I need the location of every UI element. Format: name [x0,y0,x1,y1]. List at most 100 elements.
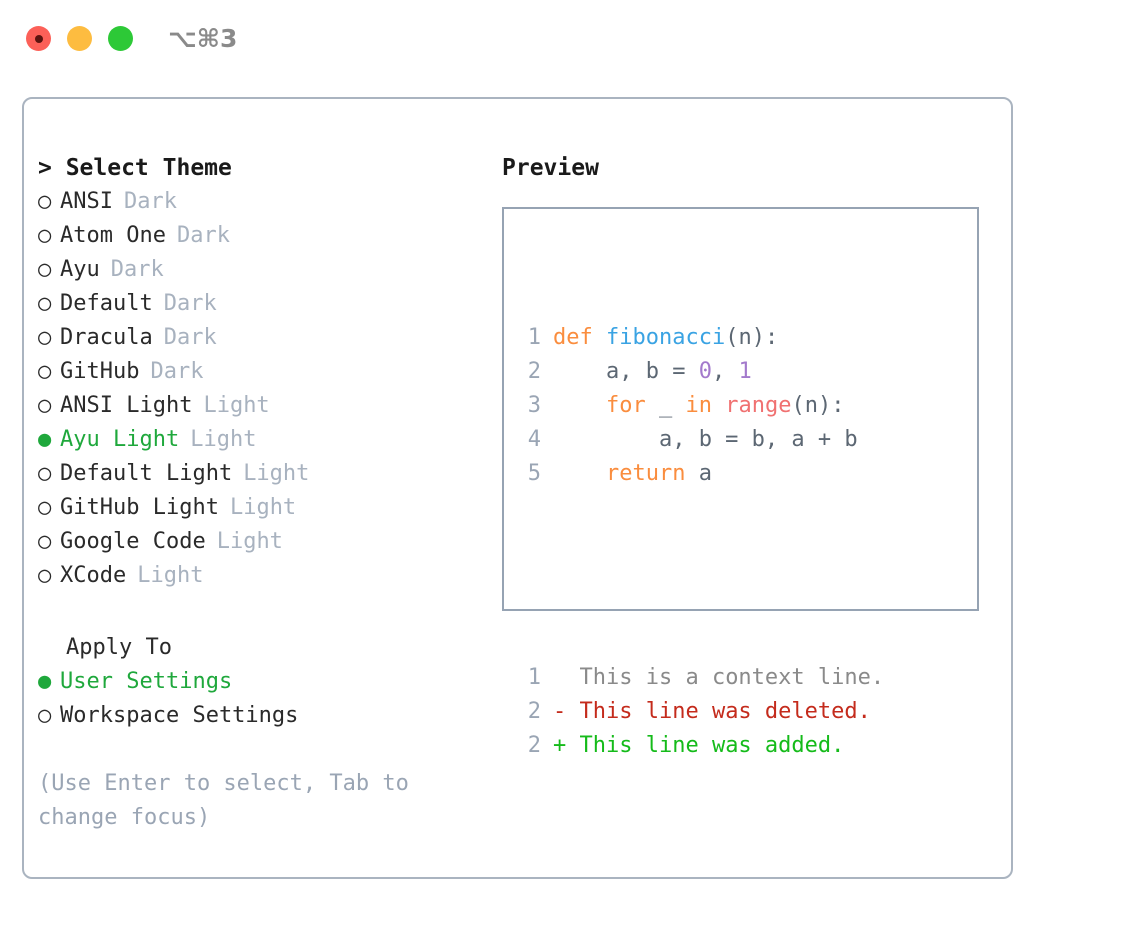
radio-unselected-icon: ○ [38,189,52,214]
radio-unselected-icon: ○ [38,223,52,248]
theme-option-label: Google Code [60,529,206,554]
code-line: 3 for _ in range(n): [517,389,884,423]
diff-marker [553,665,566,690]
theme-option-label: Ayu [60,257,100,282]
radio-selected-icon: ● [38,427,52,452]
diff-text: This line was added. [566,733,845,758]
theme-option-google-code[interactable]: ○ Google Code Light [38,525,478,559]
theme-variant-tag: Dark [163,325,217,350]
token-plain [712,393,725,418]
radio-unselected-icon: ○ [38,291,52,316]
radio-selected-icon: ● [38,669,52,694]
theme-option-ansi[interactable]: ○ ANSI Dark [38,185,478,219]
radio-unselected-icon: ○ [38,495,52,520]
diff-marker: + [553,733,567,758]
token-plain [593,325,606,350]
theme-option-label: Ayu Light [60,427,180,452]
diff-text: This line was deleted. [566,699,871,724]
code-line-text: for _ in range(n): [553,389,844,423]
theme-option-label: XCode [60,563,127,588]
select-theme-header: > Select Theme [38,155,232,181]
diff-text: This is a context line. [566,665,885,690]
theme-option-xcode[interactable]: ○ XCode Light [38,559,478,593]
token-plain [553,461,606,486]
apply-to-option-label: User Settings [60,669,233,694]
theme-variant-tag: Light [190,427,257,452]
token-plain: , [711,359,739,384]
code-line-text: def fibonacci(n): [553,321,778,355]
diff-sample: 1 This is a context line.2- This line wa… [517,661,884,763]
preview-title: Preview [502,155,599,181]
code-blank-line [517,559,884,593]
apply-to-option-workspace-settings[interactable]: ○Workspace Settings [38,699,478,733]
theme-option-label: Atom One [60,223,166,248]
code-line-text: a, b = b, a + b [553,423,858,457]
token-plain: (n): [791,393,845,418]
diff-line-text: + This line was added. [553,729,844,763]
token-kw: for [605,393,646,418]
diff-line-text: - This line was deleted. [553,695,871,729]
code-line-text: a, b = 0, 1 [553,355,752,389]
title-bar: ⌥⌘3 [0,0,1140,78]
code-line: 5 return a [517,457,884,491]
minimize-button[interactable] [67,26,92,51]
theme-variant-tag: Dark [163,291,217,316]
token-plain [553,393,606,418]
theme-variant-tag: Light [203,393,270,418]
theme-option-label: ANSI [60,189,113,214]
diff-line-text: This is a context line. [553,661,884,695]
theme-variant-tag: Light [137,563,204,588]
radio-unselected-icon: ○ [38,529,52,554]
maximize-button[interactable] [108,26,133,51]
diff-marker: - [553,699,567,724]
radio-unselected-icon: ○ [38,563,52,588]
theme-variant-tag: Light [216,529,283,554]
token-plain: a, b = b, a + b [553,427,858,452]
theme-option-default[interactable]: ○ Default Dark [38,287,478,321]
line-number: 4 [527,427,541,452]
theme-variant-tag: Dark [150,359,204,384]
token-plain: a, b = [553,359,699,384]
theme-option-label: GitHub Light [60,495,219,520]
theme-option-ayu-light[interactable]: ● Ayu Light Light [38,423,478,457]
code-line: 4 a, b = b, a + b [517,423,884,457]
line-number: 2 [527,699,541,724]
token-kw: return [605,461,686,486]
apply-to-option-user-settings[interactable]: ● User Settings [38,665,478,699]
line-number: 3 [527,393,541,418]
diff-line-ctx: 1 This is a context line. [517,661,884,695]
theme-option-label: Default [60,291,153,316]
apply-to-title: Apply To [66,635,172,660]
token-num: 0 [698,359,712,384]
token-fn: fibonacci [606,325,726,350]
theme-variant-tag: Dark [123,189,177,214]
diff-line-add: 2+ This line was added. [517,729,884,763]
token-num: 1 [738,359,752,384]
radio-unselected-icon: ○ [38,461,52,486]
theme-variant-tag: Light [243,461,310,486]
theme-variant-tag: Dark [110,257,164,282]
token-bfn: range [725,393,792,418]
close-button[interactable] [26,26,51,51]
theme-option-label: GitHub [60,359,140,384]
token-plain: (n): [725,325,779,350]
radio-unselected-icon: ○ [38,393,52,418]
apply-to-option-label: Workspace Settings [60,703,299,728]
code-line-text: return a [553,457,712,491]
